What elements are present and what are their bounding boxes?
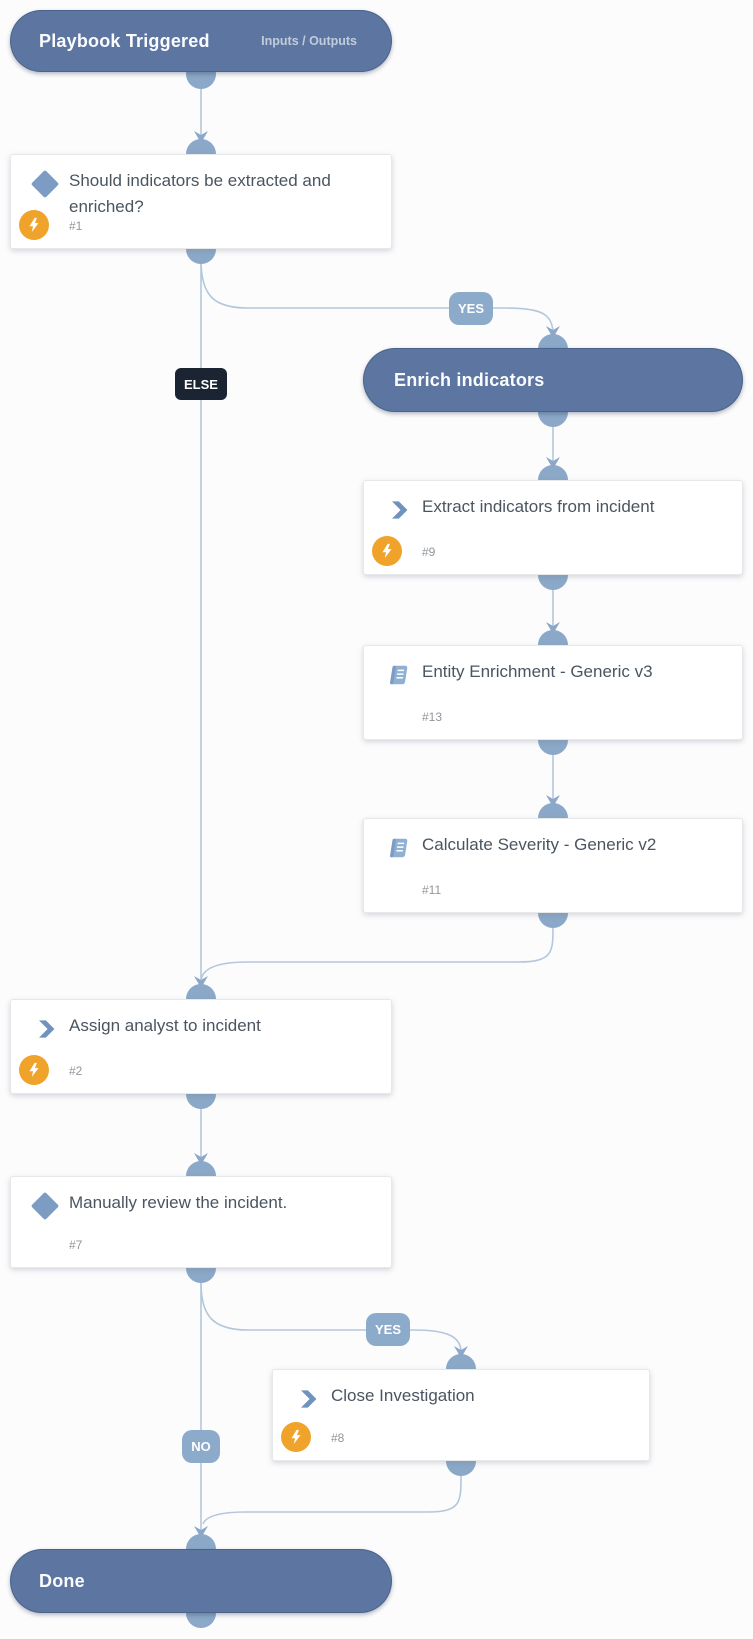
inputs-outputs-link[interactable]: Inputs / Outputs [261,34,357,48]
task-card-assign-analyst[interactable]: Assign analyst to incident #2 [10,999,392,1094]
playbook-triggered-header[interactable]: Playbook Triggered Inputs / Outputs [10,10,392,72]
task-id: #2 [69,1064,83,1078]
task-id: #9 [422,545,436,559]
playbook-book-icon [382,832,414,864]
task-card-entity-enrichment[interactable]: Entity Enrichment - Generic v3 #13 [363,645,743,740]
playbook-triggered-label: Playbook Triggered [39,30,210,51]
task-card-close-investigation[interactable]: Close Investigation #8 [272,1369,650,1461]
task-title: Entity Enrichment - Generic v3 [422,662,653,681]
task-chevron-icon [291,1383,323,1415]
task-chevron-icon [382,494,414,526]
section-header-enrich-indicators[interactable]: Enrich indicators [363,348,743,412]
task-title: Extract indicators from incident [422,497,655,516]
task-id: #7 [69,1238,83,1252]
task-id: #8 [331,1431,345,1445]
task-card-extract-indicators[interactable]: Extract indicators from incident #9 [363,480,743,575]
condition-diamond-icon [29,168,61,200]
playbook-book-icon [382,659,414,691]
automation-lightning-icon [281,1422,311,1452]
task-id: #13 [422,710,443,724]
task-card-should-indicators[interactable]: Should indicators be extracted and enric… [10,154,392,249]
task-chevron-icon [29,1013,61,1045]
branch-yes-badge: YES [366,1313,410,1346]
done-header[interactable]: Done [10,1549,392,1613]
task-card-manually-review[interactable]: Manually review the incident. #7 [10,1176,392,1268]
task-title: Manually review the incident. [69,1193,288,1212]
section-header-label: Enrich indicators [394,369,545,390]
automation-lightning-icon [19,1055,49,1085]
task-title: Close Investigation [331,1386,475,1405]
task-title: Assign analyst to incident [69,1016,261,1035]
task-id: #1 [69,219,83,233]
condition-diamond-icon [29,1190,61,1222]
task-id: #11 [422,883,442,897]
branch-else-badge: ELSE [175,368,227,400]
task-card-calculate-severity[interactable]: Calculate Severity - Generic v2 #11 [363,818,743,913]
automation-lightning-icon [19,210,49,240]
branch-yes-badge: YES [449,292,493,325]
task-title: Calculate Severity - Generic v2 [422,835,657,854]
automation-lightning-icon [372,536,402,566]
branch-no-badge: NO [182,1430,220,1463]
task-title: Should indicators be extracted and enric… [69,171,331,216]
done-label: Done [39,1570,85,1591]
